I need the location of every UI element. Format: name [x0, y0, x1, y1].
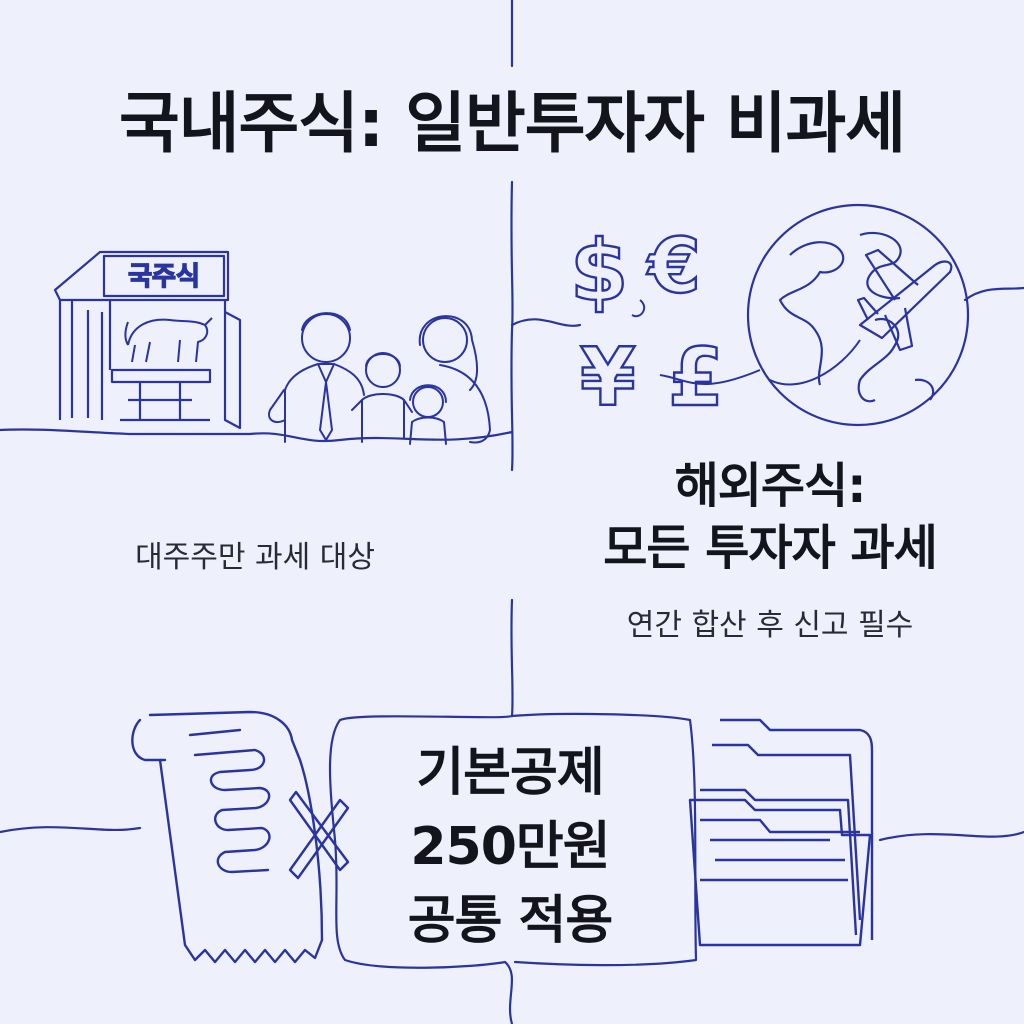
deduction-line1: 기본공제 — [416, 743, 604, 803]
family-icon — [268, 312, 491, 445]
euro-symbol: € — [646, 221, 701, 310]
vertical-divider-upper — [510, 180, 514, 472]
dollar-symbol: $ — [570, 222, 628, 320]
foreign-title-line2: 모든 투자자 과세 — [603, 520, 938, 576]
airplane-icon — [856, 248, 953, 352]
horizontal-divider-right — [510, 318, 582, 327]
foreign-title-line1: 해외주식: — [674, 458, 867, 514]
folder-icon — [688, 718, 874, 947]
pound-symbol: £ — [668, 331, 724, 424]
deduction-line3: 공통 적용 — [407, 891, 613, 951]
foreign-note: 연간 합산 후 신고 필수 — [626, 608, 914, 643]
globe-icon — [746, 203, 970, 427]
domestic-note: 대주주만 과세 대상 — [135, 540, 375, 575]
building-sign: 국주식 — [128, 262, 200, 292]
yen-symbol: ¥ — [580, 331, 636, 424]
puzzle-connector-right — [510, 712, 1024, 967]
currency-symbols-icon: $ € ¥ £ — [569, 220, 725, 425]
page-title: 국내주식: 일반투자자 비과세 — [119, 85, 906, 162]
bull-icon — [124, 317, 213, 363]
flight-path — [769, 339, 861, 386]
deduction-box: 기본공제 250만원 공통 적용 — [345, 736, 675, 958]
vertical-divider-mid — [510, 598, 514, 718]
puzzle-connector — [0, 714, 514, 1024]
foreign-title: 해외주식: 모든 투자자 과세 — [520, 455, 1020, 579]
deduction-line2: 250만원 — [410, 817, 610, 877]
horizontal-divider-left — [0, 428, 514, 443]
horizontal-divider-right-2 — [963, 286, 1024, 302]
tax-receipt-icon — [131, 710, 350, 964]
stock-exchange-building-icon — [53, 250, 242, 430]
